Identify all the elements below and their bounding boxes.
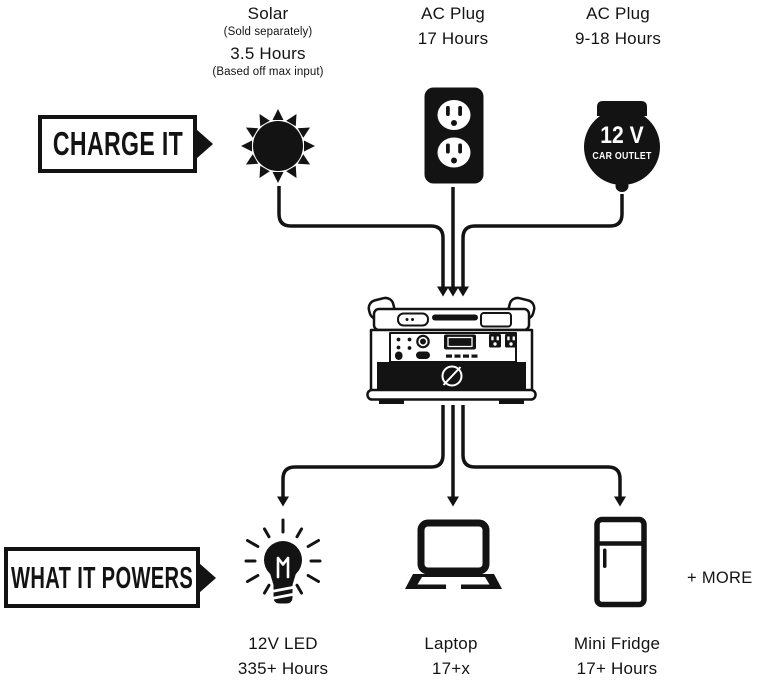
charge-it-pointer <box>196 129 213 159</box>
display-screen <box>444 334 476 350</box>
powers-flow-arrows <box>277 405 626 507</box>
car-outlet-caption-label: CAR OUTLET <box>592 149 651 161</box>
more-label: + MORE <box>687 569 753 587</box>
power-station-illustration <box>366 296 537 404</box>
led-title: 12V LED <box>248 634 318 653</box>
car-outlet-voltage-label: 12 V <box>600 122 643 149</box>
led-time: 335+ Hours <box>237 659 329 678</box>
fridge-time: 17+ Hours <box>576 659 658 678</box>
solar-title: Solar <box>247 4 289 23</box>
sun-icon <box>241 109 315 183</box>
car-plug-title: AC Plug <box>586 4 650 23</box>
bulb-rays <box>244 518 322 595</box>
laptop-icon <box>405 519 502 589</box>
wall-outlet-icon <box>424 87 484 184</box>
ac-plug-time: 17 Hours <box>417 29 489 48</box>
light-bulb-icon <box>244 518 322 604</box>
car-outlet-icon: 12 V CAR OUTLET <box>584 101 660 192</box>
ac-plug-title: AC Plug <box>421 4 485 23</box>
mini-fridge-icon <box>594 516 647 608</box>
solar-subtitle: (Sold separately) <box>223 26 313 38</box>
solar-time: 3.5 Hours <box>230 44 306 63</box>
what-it-powers-label: WHAT IT POWERS <box>10 559 194 595</box>
laptop-time: 17+x <box>431 659 471 678</box>
solar-note: (Based off max input) <box>212 66 324 78</box>
what-it-powers-pointer <box>199 562 216 593</box>
fridge-title: Mini Fridge <box>573 634 661 653</box>
ac-output-ports <box>489 334 517 348</box>
charge-it-box: CHARGE IT <box>38 115 213 173</box>
laptop-title: Laptop <box>424 634 478 653</box>
control-buttons <box>395 334 478 360</box>
goal-zero-logo <box>441 365 463 387</box>
charge-flow-arrows <box>277 186 624 297</box>
charge-it-label: CHARGE IT <box>52 125 183 162</box>
car-plug-time: 9-18 Hours <box>574 29 662 48</box>
what-it-powers-box: WHAT IT POWERS <box>4 547 216 608</box>
